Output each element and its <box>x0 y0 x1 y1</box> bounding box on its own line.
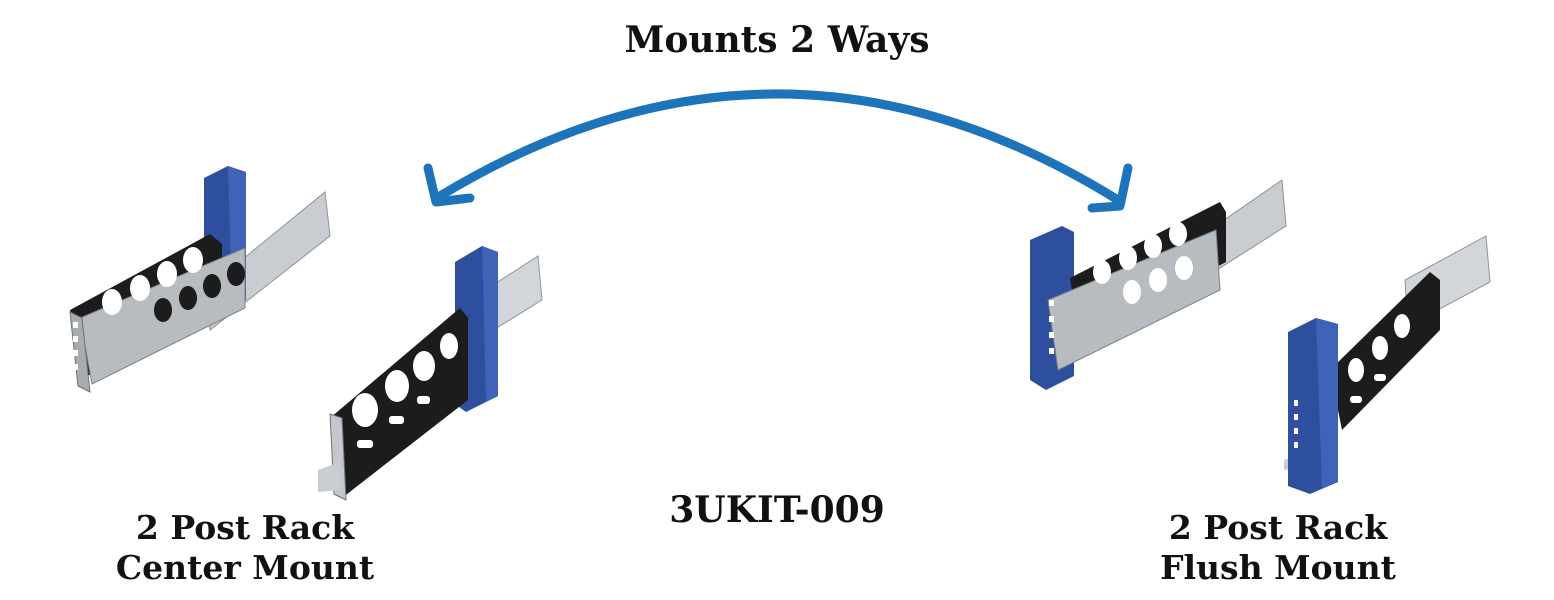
flush-mount-caption: 2 Post Rack Flush Mount <box>1098 508 1458 588</box>
center-mount-caption-line1: 2 Post Rack <box>135 508 355 547</box>
rack-rail-kit-center-mount-icon <box>69 166 543 501</box>
page-title: Mounts 2 Ways <box>624 19 930 61</box>
flush-mount-caption-line1: 2 Post Rack <box>1168 508 1388 547</box>
center-mount-caption: 2 Post Rack Center Mount <box>60 508 430 588</box>
model-number: 3UKIT-009 <box>669 489 885 531</box>
rack-rail-kit-flush-mount-icon <box>1030 179 1491 494</box>
center-mount-caption-line2: Center Mount <box>115 548 375 587</box>
flush-mount-caption-line2: Flush Mount <box>1160 548 1396 587</box>
double-curved-arrow-icon <box>423 89 1133 213</box>
